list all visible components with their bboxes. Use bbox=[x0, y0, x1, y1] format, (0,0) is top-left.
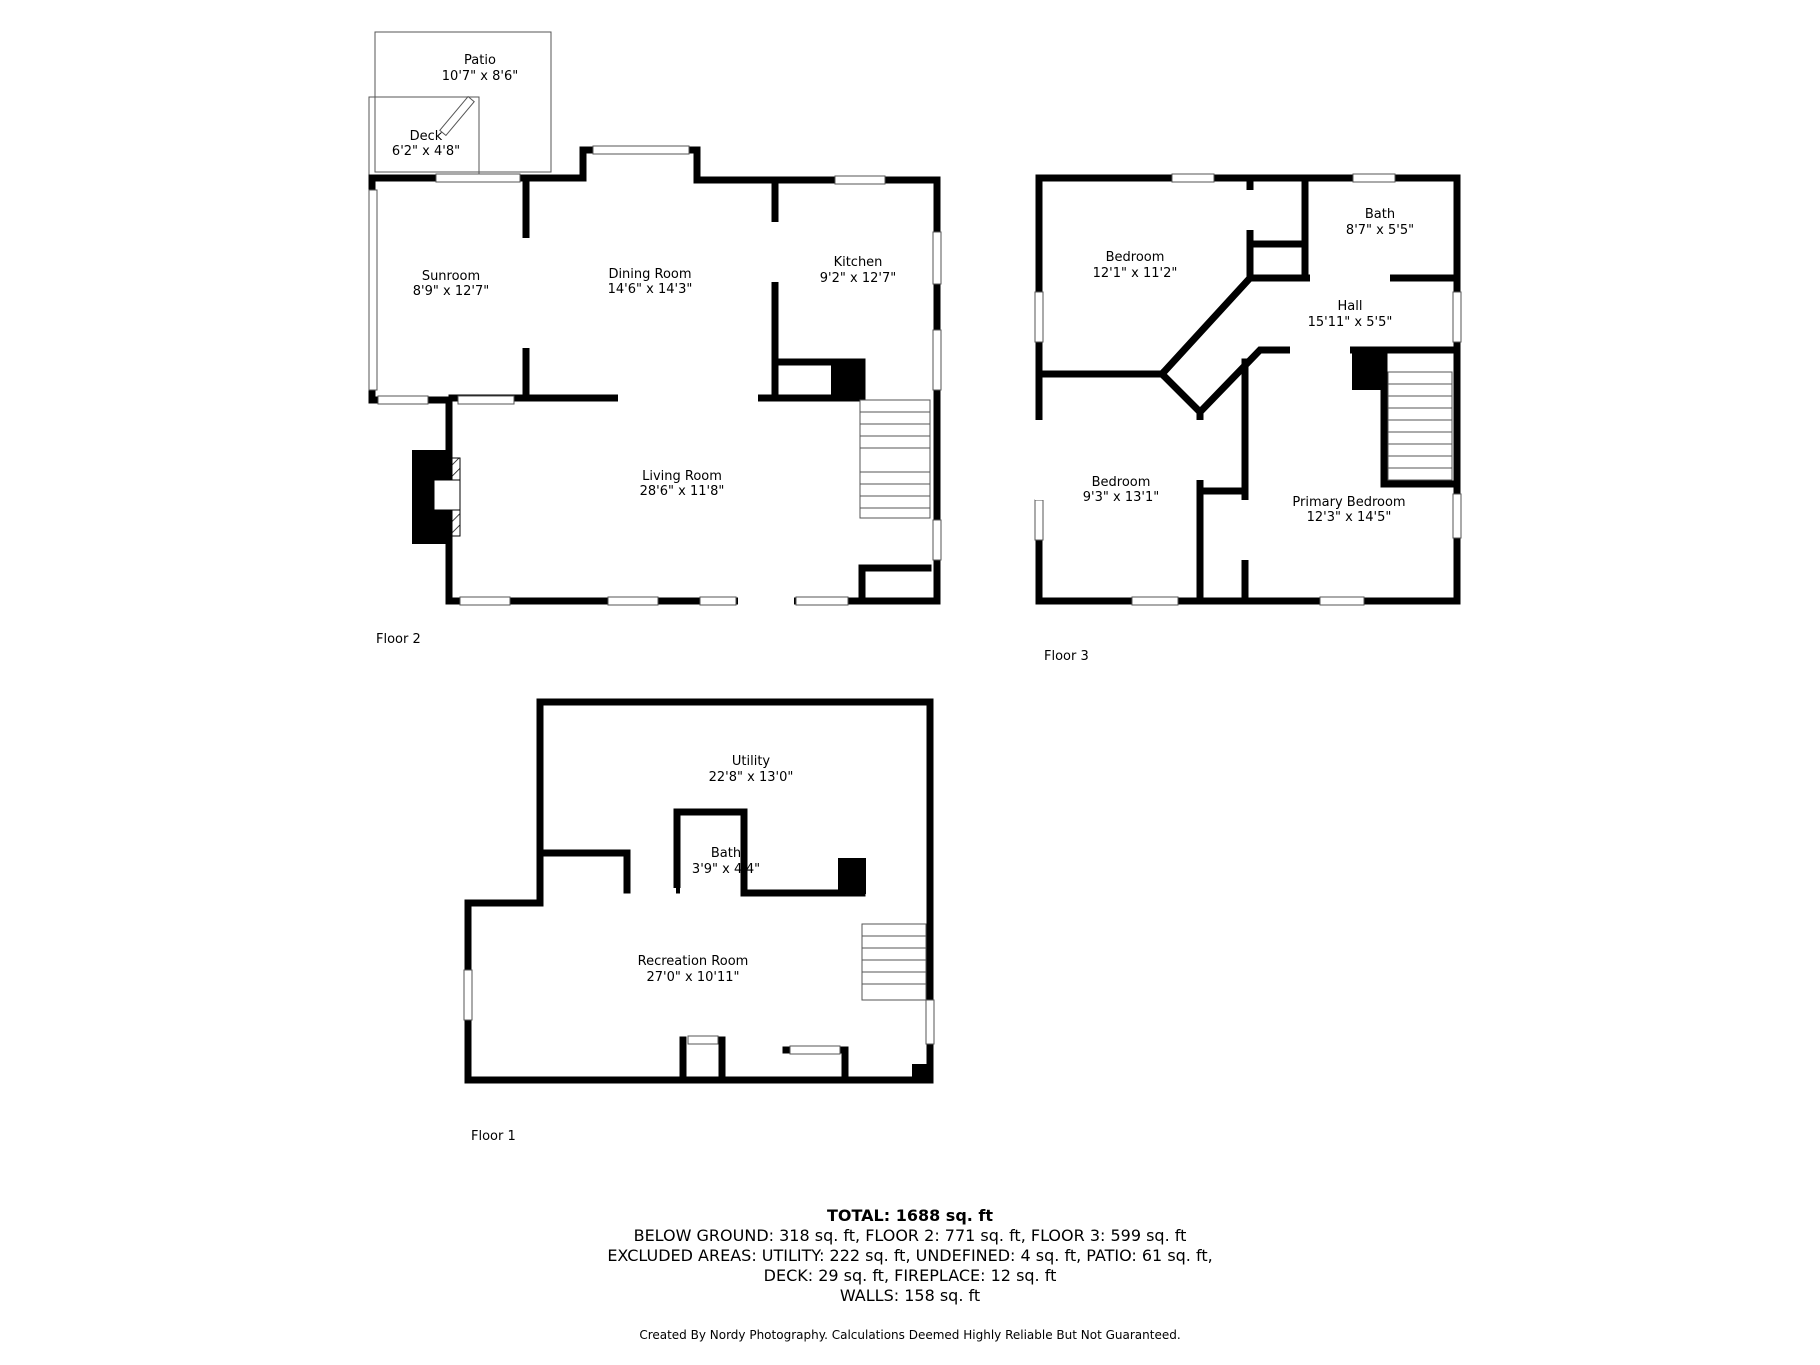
area-breakdown-line-2: EXCLUDED AREAS: UTILITY: 222 sq. ft, UND… bbox=[607, 1246, 1213, 1265]
patio-outline bbox=[374, 31, 552, 173]
room-name-kitchen: Kitchen bbox=[834, 255, 883, 270]
room-dims-living-room: 28'6" x 11'8" bbox=[640, 484, 725, 499]
area-breakdown-line-4: WALLS: 158 sq. ft bbox=[839, 1286, 981, 1305]
area-breakdown-line-1: BELOW GROUND: 318 sq. ft, FLOOR 2: 771 s… bbox=[633, 1226, 1187, 1245]
floor-1-corner-post bbox=[912, 1064, 930, 1080]
stairs-floor-3 bbox=[1387, 371, 1453, 481]
credit-line: Created By Nordy Photography. Calculatio… bbox=[639, 1328, 1181, 1342]
floor-3-windows bbox=[1034, 173, 1462, 606]
room-dims-recreation-room: 27'0" x 10'11" bbox=[647, 970, 740, 985]
floor-2-label: Floor 2 bbox=[376, 632, 421, 647]
floor-1-openings bbox=[546, 888, 740, 898]
total-area: TOTAL: 1688 sq. ft bbox=[826, 1206, 994, 1225]
room-name-primary-bedroom: Primary Bedroom bbox=[1292, 495, 1405, 510]
floor-2-plan bbox=[368, 31, 942, 606]
room-dims-bedroom-1: 12'1" x 11'2" bbox=[1093, 266, 1178, 281]
room-dims-deck: 6'2" x 4'8" bbox=[392, 144, 460, 159]
room-name-dining-room: Dining Room bbox=[608, 267, 691, 282]
room-dims-dining-room: 14'6" x 14'3" bbox=[608, 282, 693, 297]
room-dims-kitchen: 9'2" x 12'7" bbox=[820, 271, 896, 286]
floor-1-plan bbox=[463, 698, 935, 1084]
room-dims-primary-bedroom: 12'3" x 14'5" bbox=[1307, 510, 1392, 525]
room-dims-hall: 15'11" x 5'5" bbox=[1308, 315, 1393, 330]
room-name-bedroom-2: Bedroom bbox=[1092, 475, 1151, 490]
room-name-sunroom: Sunroom bbox=[422, 269, 480, 284]
room-dims-sunroom: 8'9" x 12'7" bbox=[413, 284, 489, 299]
room-name-hall: Hall bbox=[1338, 299, 1363, 314]
floor-3-openings bbox=[1035, 190, 1390, 560]
stairs-floor-2 bbox=[859, 399, 931, 519]
floor-1-windows bbox=[463, 969, 935, 1055]
room-dims-bath-3: 8'7" x 5'5" bbox=[1346, 223, 1414, 238]
room-name-living-room: Living Room bbox=[642, 469, 722, 484]
area-breakdown-line-3: DECK: 29 sq. ft, FIREPLACE: 12 sq. ft bbox=[763, 1266, 1057, 1285]
room-dims-bedroom-2: 9'3" x 13'1" bbox=[1083, 490, 1159, 505]
room-name-recreation-room: Recreation Room bbox=[638, 954, 749, 969]
area-summary: TOTAL: 1688 sq. ft BELOW GROUND: 318 sq.… bbox=[0, 1206, 1820, 1306]
room-name-patio: Patio bbox=[464, 53, 496, 68]
floor-1-label: Floor 1 bbox=[471, 1129, 516, 1144]
room-name-utility: Utility bbox=[732, 754, 771, 769]
room-name-bath-1: Bath bbox=[711, 846, 741, 861]
room-name-bath-3: Bath bbox=[1365, 207, 1395, 222]
floor-3-label: Floor 3 bbox=[1044, 649, 1089, 664]
deck-stair bbox=[439, 95, 475, 137]
room-dims-bath-1: 3'9" x 4'4" bbox=[692, 862, 760, 877]
stairs-floor-1 bbox=[861, 923, 927, 1001]
floor-2-windows bbox=[368, 145, 942, 606]
room-labels: Patio 10'7" x 8'6" Deck 6'2" x 4'8" Sunr… bbox=[392, 53, 1414, 985]
room-name-bedroom-1: Bedroom bbox=[1106, 250, 1165, 265]
chimney-3 bbox=[1352, 350, 1384, 390]
room-dims-utility: 22'8" x 13'0" bbox=[709, 770, 794, 785]
chimney-1 bbox=[838, 858, 866, 894]
room-dims-patio: 10'7" x 8'6" bbox=[442, 69, 518, 84]
chimney-2 bbox=[831, 360, 862, 398]
floor-3-plan bbox=[1034, 173, 1462, 606]
floor-2-openings bbox=[521, 222, 794, 606]
room-name-deck: Deck bbox=[410, 129, 443, 144]
